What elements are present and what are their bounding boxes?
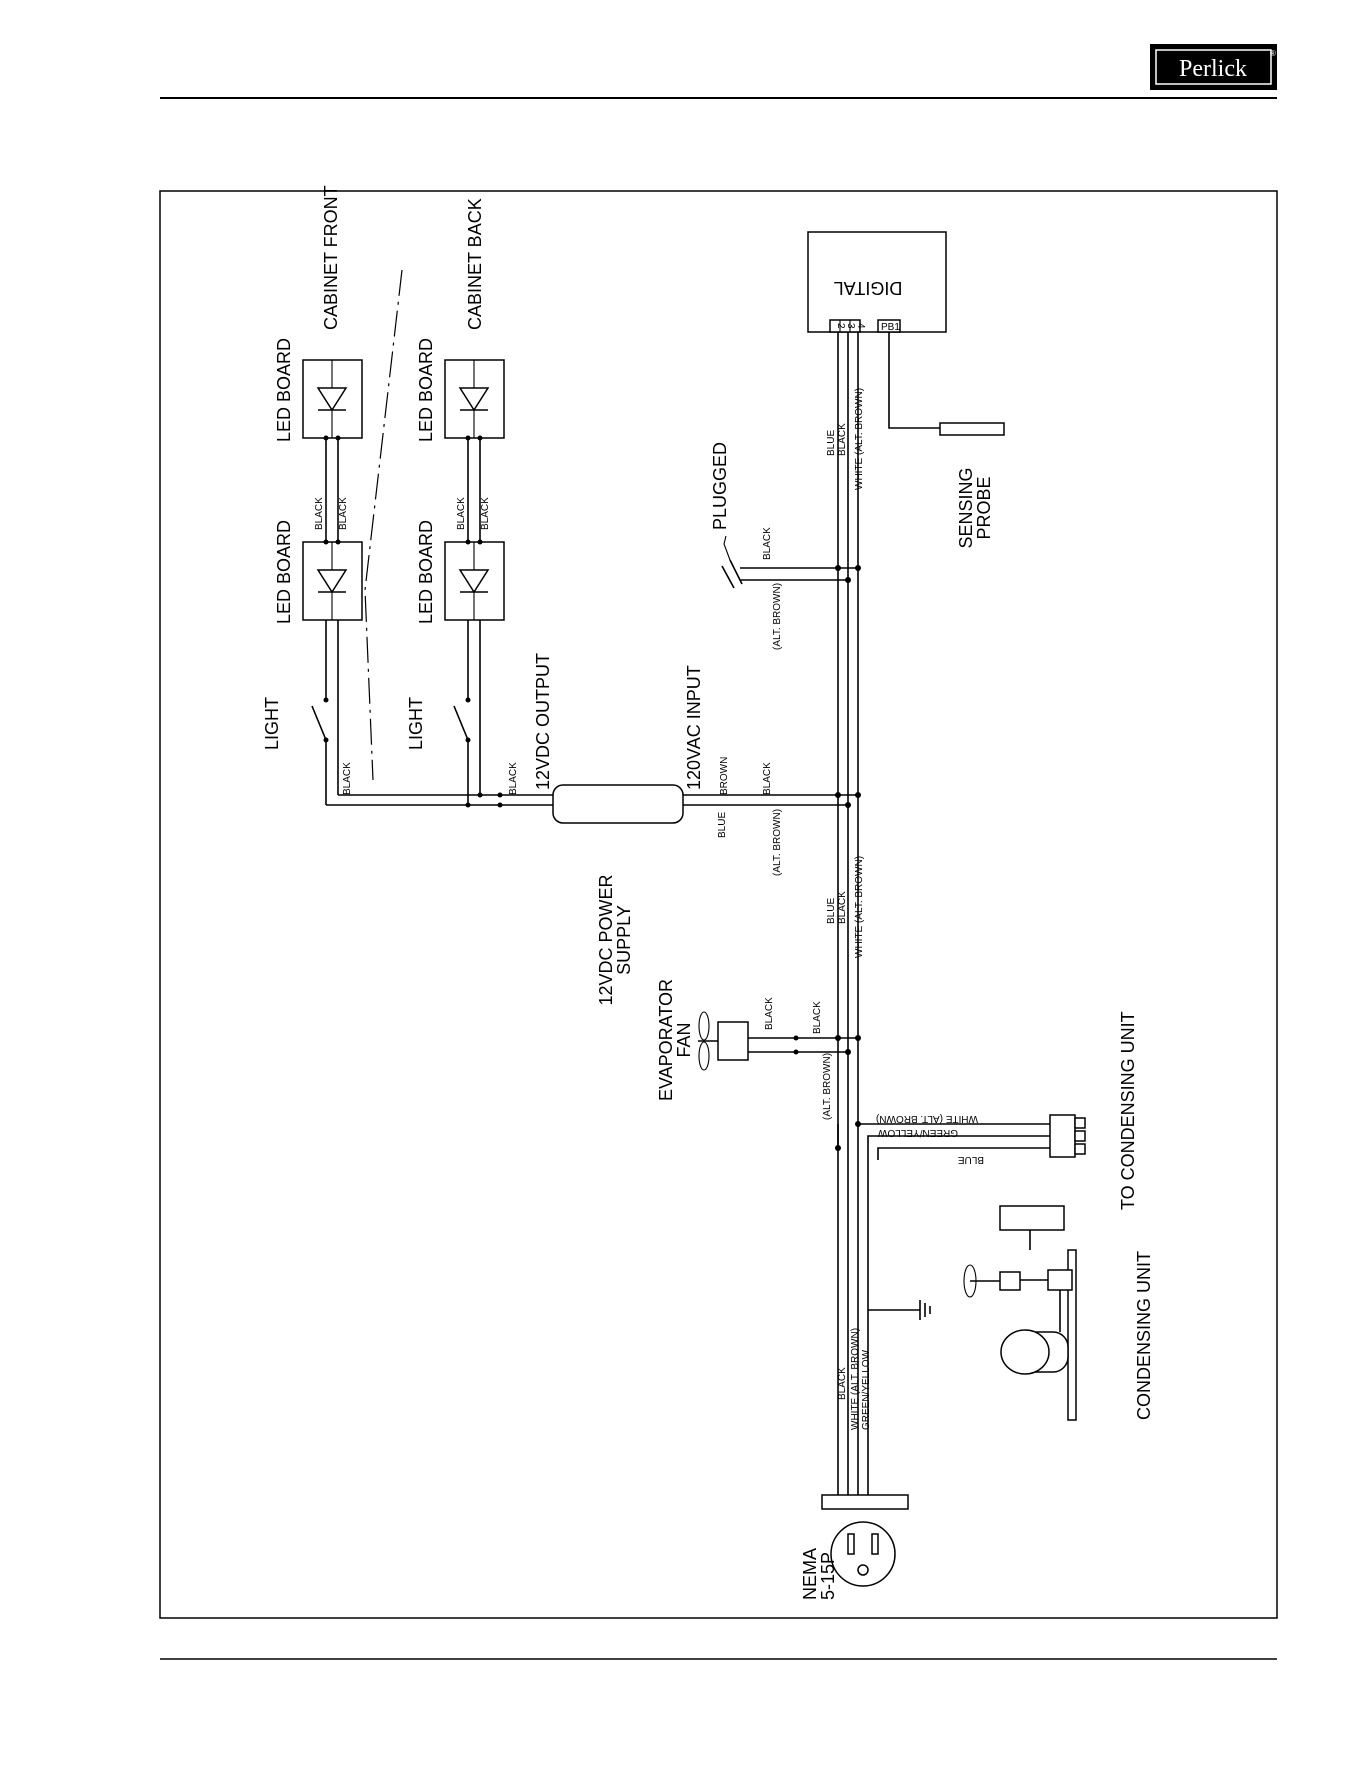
ac-input-brown: BROWN bbox=[719, 757, 730, 795]
nema-line1: NEMA bbox=[800, 1548, 820, 1600]
power-supply-line2: SUPPLY bbox=[614, 905, 634, 975]
nema-line2: 5-15P bbox=[818, 1552, 838, 1600]
registered-mark: ® bbox=[1270, 49, 1276, 58]
front-link-black-2: BLACK bbox=[338, 497, 349, 530]
ground-symbol bbox=[868, 1300, 931, 1320]
sensing-probe-line1: SENSING bbox=[956, 467, 976, 548]
plugged-alt-brown: (ALT. BROWN) bbox=[772, 583, 783, 650]
fan-alt-brown: (ALT. BROWN) bbox=[822, 1053, 833, 1120]
dc-output-label: 12VDC OUTPUT bbox=[533, 653, 553, 790]
ac-input-wires: BROWN BLACK BLUE (ALT. BROWN) bbox=[683, 757, 861, 876]
plugged-black: BLACK bbox=[762, 527, 773, 560]
harness-top-white: WHITE (ALT. BROWN) bbox=[854, 388, 865, 490]
sensing-probe: SENSING PROBE bbox=[888, 332, 1005, 549]
terminal-3: 3 bbox=[845, 323, 856, 329]
to-condensing-unit-label: TO CONDENSING UNIT bbox=[1118, 1011, 1138, 1210]
evaporator-fan-line2: FAN bbox=[674, 1022, 694, 1057]
condensing-unit-label: CONDENSING UNIT bbox=[1134, 1251, 1154, 1420]
harness-low-green-yellow: GREEN/YELLOW bbox=[861, 1349, 872, 1430]
harness-top-black: BLACK bbox=[837, 423, 848, 456]
led-interconnect-front: BLACK BLACK bbox=[314, 435, 349, 545]
cabinet-divider bbox=[364, 269, 403, 781]
light-front-black: BLACK bbox=[342, 762, 353, 795]
cabinet-front-label: CABINET FRONT bbox=[321, 185, 341, 330]
harness-mid-blue: BLUE bbox=[826, 898, 837, 924]
harness-low-white: WHITE (ALT. BROWN) bbox=[850, 1328, 861, 1430]
sensing-probe-line2: PROBE bbox=[974, 476, 994, 539]
condensing-white: WHITE (ALT. BROWN) bbox=[876, 1113, 978, 1124]
power-supply-line1: 12VDC POWER bbox=[596, 874, 616, 1005]
ac-input-black: BLACK bbox=[762, 762, 773, 795]
light-label-back: LIGHT bbox=[406, 697, 426, 750]
harness-mid-black: BLACK bbox=[837, 891, 848, 924]
digital-controller: DIGITAL 2 3 4 PB1 bbox=[807, 231, 947, 333]
plugged-branch: PLUGGED BLACK (ALT. BROWN) bbox=[710, 442, 861, 650]
led-board-label-front-1: LED BOARD bbox=[274, 520, 294, 624]
condensing-connector: WHITE (ALT. BROWN) GREEN/YELLOW BLUE TO … bbox=[835, 1011, 1138, 1210]
light-switch-back: LIGHT bbox=[406, 620, 481, 805]
ac-input-blue: BLUE bbox=[717, 812, 728, 838]
ac-input-label: 120VAC INPUT bbox=[684, 665, 704, 790]
led-board-label-back-1: LED BOARD bbox=[416, 520, 436, 624]
cabinet-back-label: CABINET BACK bbox=[465, 198, 485, 330]
terminal-4: 4 bbox=[855, 323, 866, 329]
led-board-back-1: LED BOARD bbox=[416, 520, 505, 624]
terminal-2: 2 bbox=[835, 323, 846, 329]
digital-label: DIGITAL bbox=[834, 278, 903, 298]
logo-text: Perlick bbox=[1179, 56, 1247, 82]
fan-black-2: BLACK bbox=[812, 1001, 823, 1034]
perlick-logo: Perlick ® bbox=[1150, 44, 1277, 90]
back-link-black-2: BLACK bbox=[480, 497, 491, 530]
harness-top-blue: BLUE bbox=[826, 430, 837, 456]
dc-output-bus: BLACK 12VDC OUTPUT bbox=[326, 653, 553, 808]
main-harness bbox=[837, 332, 869, 1495]
led-interconnect-back: BLACK BLACK bbox=[456, 435, 491, 545]
ac-input-alt-brown: (ALT. BROWN) bbox=[772, 809, 783, 876]
led-board-front-1: LED BOARD bbox=[274, 520, 363, 624]
evaporator-fan-line1: EVAPORATOR bbox=[656, 979, 676, 1101]
dc-output-black: BLACK bbox=[508, 762, 519, 795]
led-board-label-front-2: LED BOARD bbox=[274, 338, 294, 442]
harness-mid-white: WHITE (ALT. BROWN) bbox=[854, 856, 865, 958]
front-link-black-1: BLACK bbox=[314, 497, 325, 530]
back-link-black-1: BLACK bbox=[456, 497, 467, 530]
light-switch-front: LIGHT BLACK bbox=[262, 620, 353, 805]
led-board-front-2: LED BOARD bbox=[274, 338, 363, 442]
led-board-back-2: LED BOARD bbox=[416, 338, 505, 442]
harness-low-black: BLACK bbox=[837, 1367, 848, 1400]
light-label-front: LIGHT bbox=[262, 697, 282, 750]
led-board-label-back-2: LED BOARD bbox=[416, 338, 436, 442]
condensing-unit-drawing: CONDENSING UNIT bbox=[963, 1205, 1154, 1421]
diagram-frame bbox=[159, 190, 1278, 1619]
fan-black-1: BLACK bbox=[764, 997, 775, 1030]
plugged-label: PLUGGED bbox=[710, 442, 730, 530]
pb1-label: PB1 bbox=[881, 322, 900, 333]
condensing-green-yellow: GREEN/YELLOW bbox=[877, 1127, 958, 1138]
power-supply: 12VDC POWER SUPPLY 120VAC INPUT bbox=[552, 665, 704, 1006]
nema-plug: NEMA 5-15P bbox=[800, 1494, 909, 1600]
evaporator-fan: BLACK BLACK (ALT. BROWN) EVAPORATOR FAN bbox=[656, 979, 861, 1120]
condensing-blue: BLUE bbox=[958, 1154, 984, 1165]
